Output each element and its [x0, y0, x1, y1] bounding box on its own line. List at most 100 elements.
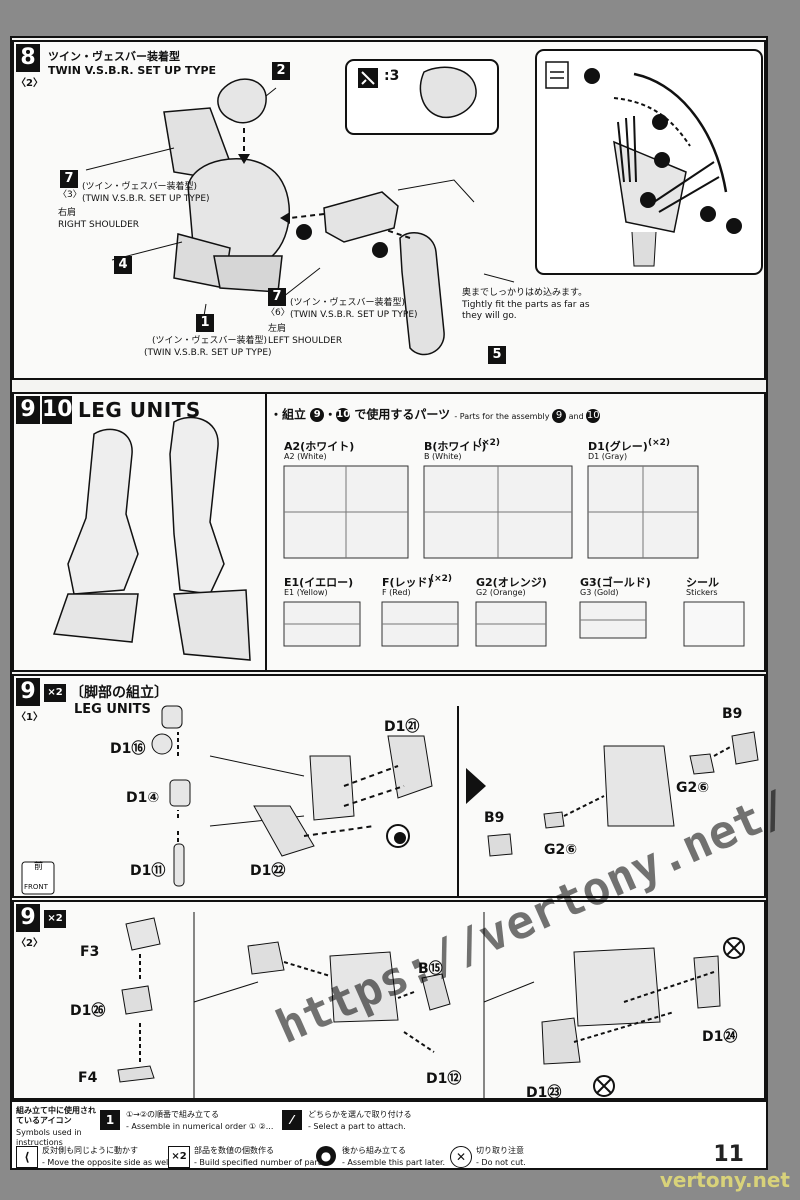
- part-d1-24: D1㉔: [702, 1029, 738, 1045]
- multiplier-badge: ×2: [44, 684, 66, 702]
- runner-b-name: B(ホワイト): [424, 440, 487, 453]
- ref-2: 2: [272, 62, 290, 80]
- part-b15: B⑮: [418, 961, 443, 977]
- part-d1-11: D1⑪: [130, 863, 166, 879]
- part-b9-top: B9: [722, 706, 743, 722]
- step-title-jp: ツイン・ヴェスバー装着型: [48, 50, 180, 63]
- legend-item-6-en: - Do not cut.: [476, 1158, 526, 1167]
- step-8-diagram: [85, 49, 763, 356]
- part-d1-16: D1⑯: [110, 741, 146, 757]
- runner-g3-name: G3(ゴールド): [580, 576, 651, 589]
- assemble-later-icon: ●: [316, 1146, 336, 1166]
- front-label-jp: 前: [34, 862, 44, 872]
- part-g2-6-top: G2⑥: [676, 780, 710, 796]
- front-label-en: FRONT: [24, 883, 48, 891]
- legend-header-en: Symbols used in instructions: [16, 1128, 82, 1147]
- step-number: 8: [16, 44, 40, 72]
- runner-e1-en: E1 (Yellow): [284, 588, 328, 597]
- step-number-9: 9: [16, 396, 40, 424]
- runner-d1-count: (×2): [648, 438, 671, 448]
- leg-illustration: [52, 394, 745, 670]
- parts-heading-prefix: ・組立: [270, 407, 307, 422]
- note-jp: 奥までしっかりはめ込みます。: [462, 288, 588, 298]
- part-b9-bottom: B9: [484, 810, 505, 826]
- part-f3: F3: [80, 944, 100, 960]
- runner-f-en: F (Red): [382, 588, 411, 597]
- ref-7-right: 7: [60, 170, 78, 188]
- legend-item-5-en: - Assemble this part later.: [342, 1158, 446, 1167]
- step-number: 9: [16, 904, 40, 932]
- ref-5: 5: [488, 346, 506, 364]
- right-shoulder-en: RIGHT SHOULDER: [58, 220, 140, 230]
- do-not-cut-icon: ✕: [450, 1146, 472, 1168]
- part-g2-6-bottom: G2⑥: [544, 842, 578, 858]
- parts-heading-en-and: and: [568, 411, 584, 421]
- runner-f-name: F(レッド): [382, 576, 433, 589]
- opposite-side-icon: ⟨: [16, 1146, 38, 1168]
- left-shoulder-en: LEFT SHOULDER: [268, 336, 343, 346]
- parts-heading-suffix: で使用するパーツ: [354, 407, 451, 422]
- runner-b-count: (×2): [478, 438, 501, 448]
- parts-heading-en: - Parts for the assembly 9 and 10: [454, 409, 601, 423]
- step-9-10-panel: 9 10 LEG UNITS ・組立 9・10 で使用するパーツ - Parts…: [12, 392, 766, 672]
- runner-stickers-name: シール: [686, 576, 719, 589]
- legend-item-2-jp: どちらかを選んで取り付ける: [308, 1110, 412, 1119]
- choose-part-label: :3: [384, 68, 400, 84]
- runner-f-count: (×2): [430, 574, 453, 584]
- step-sub-number: 〈2〉: [16, 78, 43, 89]
- step-sub-number: 〈2〉: [16, 938, 43, 949]
- part-f4: F4: [78, 1070, 98, 1086]
- step-sub-number: 〈1〉: [16, 712, 43, 723]
- ref-7-left-sub: 〈6〉: [266, 308, 290, 318]
- icon-legend: 組み立て中に使用されているアイコン Symbols used in instru…: [10, 1100, 768, 1170]
- runner-d1-en: D1 (Gray): [588, 452, 628, 461]
- runner-stickers-en: Stickers: [686, 588, 718, 597]
- parts-heading-jp: ・組立 9・10 で使用するパーツ - Parts for the assemb…: [270, 407, 601, 423]
- legend-item-3-en: - Move the opposite side as well.: [42, 1158, 174, 1167]
- right-shoulder-jp: 右肩: [58, 208, 77, 218]
- leg-units-title: LEG UNITS: [78, 398, 201, 422]
- step-8-panel: 8 〈2〉 ツイン・ヴェスバー装着型 TWIN V.S.B.R. SET UP …: [12, 40, 766, 380]
- legend-item-5-jp: 後から組み立てる: [342, 1146, 406, 1155]
- multiplier-badge: ×2: [44, 910, 66, 928]
- legend-item-3-jp: 反対側も同じように動かす: [42, 1146, 138, 1155]
- ref-1: 1: [196, 314, 214, 332]
- ref-7-left-jp: (ツイン・ヴェスバー装着型): [290, 298, 406, 308]
- runner-g2-en: G2 (Orange): [476, 588, 526, 597]
- assembly-9-badge: 9: [310, 408, 325, 422]
- part-d1-23: D1㉓: [526, 1085, 562, 1100]
- step-number-10: 10: [42, 396, 73, 424]
- parts-heading-en-text: - Parts for the assembly: [454, 411, 550, 421]
- ref-4: 4: [114, 256, 132, 274]
- runner-a2-en: A2 (White): [284, 452, 327, 461]
- part-d1-12: D1⑫: [426, 1071, 462, 1087]
- part-d1-26: D1㉖: [70, 1003, 106, 1019]
- part-d1-21: D1㉑: [384, 719, 420, 735]
- ref-7-right-jp: (ツイン・ヴェスバー装着型): [82, 182, 198, 192]
- select-part-icon: ⁄: [282, 1110, 302, 1130]
- ref-7-right-sub: 〈3〉: [58, 190, 82, 200]
- ref-7-left-en: (TWIN V.S.B.R. SET UP TYPE): [290, 310, 418, 320]
- multiply-icon: ×2: [168, 1146, 190, 1168]
- step-9-1-diagram: [21, 705, 759, 896]
- runner-b-en: B (White): [424, 452, 462, 461]
- legend-item-6-jp: 切り取り注意: [476, 1146, 524, 1155]
- note-en: Tightly fit the parts as far as they wil…: [462, 300, 590, 321]
- runner-e1-name: E1(イエロー): [284, 576, 354, 589]
- step-number: 9: [16, 678, 40, 706]
- numerical-order-icon: 1: [100, 1110, 120, 1130]
- legend-item-4-en: - Build specified number of parts.: [194, 1158, 328, 1167]
- part-d1-4: D1④: [126, 790, 160, 806]
- runner-g2-name: G2(オレンジ): [476, 576, 547, 589]
- ref-1-jp: (ツイン・ヴェスバー装着型): [152, 336, 268, 346]
- legend-header-jp: 組み立て中に使用されているアイコン: [16, 1106, 96, 1125]
- assembly-10-en-badge: 10: [586, 409, 601, 423]
- left-shoulder-jp: 左肩: [268, 324, 287, 334]
- runner-d1-name: D1(グレー): [588, 440, 648, 453]
- assembly-9-en-badge: 9: [552, 409, 567, 423]
- ref-1-en: (TWIN V.S.B.R. SET UP TYPE): [144, 348, 272, 358]
- step-9-2-diagram: [117, 912, 745, 1098]
- step-title-en: TWIN V.S.B.R. SET UP TYPE: [48, 64, 217, 77]
- ref-7-right-en: (TWIN V.S.B.R. SET UP TYPE): [82, 194, 210, 204]
- watermark-site: vertony.net: [659, 1168, 790, 1192]
